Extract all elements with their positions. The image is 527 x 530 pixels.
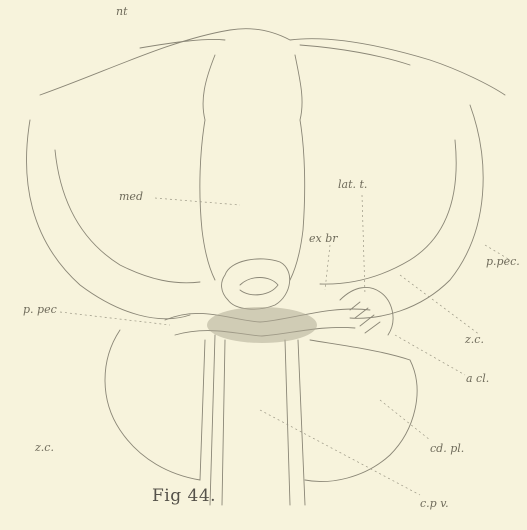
tail-rod-left: [210, 335, 225, 505]
right-outer-arc: [350, 105, 483, 318]
label-ex-br: ex br: [309, 232, 338, 245]
top-inner-right-fold: [300, 45, 410, 65]
tail-rod-right: [285, 340, 305, 505]
central-cavity-outline: [222, 259, 290, 309]
label-p-pec-right: p.pec.: [486, 255, 520, 268]
leader-med: [155, 198, 240, 205]
label-c-p-v: c.p v.: [420, 497, 449, 510]
stipple-center: [207, 307, 317, 343]
central-column-outline: [200, 55, 305, 280]
label-cd-pl: cd. pl.: [430, 442, 464, 455]
leader-ex-br: [325, 245, 330, 290]
leader-cd-pl: [380, 400, 430, 440]
leader-a-cl: [395, 335, 465, 375]
label-z-c-left: z.c.: [35, 441, 54, 454]
cavity-inner-shape: [240, 278, 278, 295]
top-left-lobe-outline: [40, 29, 505, 95]
leader-p-pec-left: [60, 312, 170, 325]
top-inner-left-fold: [140, 39, 225, 48]
figure-caption: Fig 44.: [152, 486, 216, 506]
label-lat-t: lat. t.: [338, 178, 367, 191]
right-lower-lobe: [305, 340, 417, 482]
right-inner-arc: [320, 140, 456, 284]
label-z-c-right: z.c.: [465, 333, 484, 346]
leader-z-c-right: [400, 275, 480, 335]
label-med: med: [119, 190, 143, 203]
label-nt: nt: [116, 5, 128, 18]
leader-c-p-v: [260, 410, 420, 495]
left-lower-lobe: [105, 330, 205, 480]
left-inner-arc: [55, 150, 200, 283]
left-outer-arc: [27, 120, 190, 319]
label-p-pec-left: p. pec: [23, 303, 57, 316]
label-a-cl: a cl.: [466, 372, 489, 385]
